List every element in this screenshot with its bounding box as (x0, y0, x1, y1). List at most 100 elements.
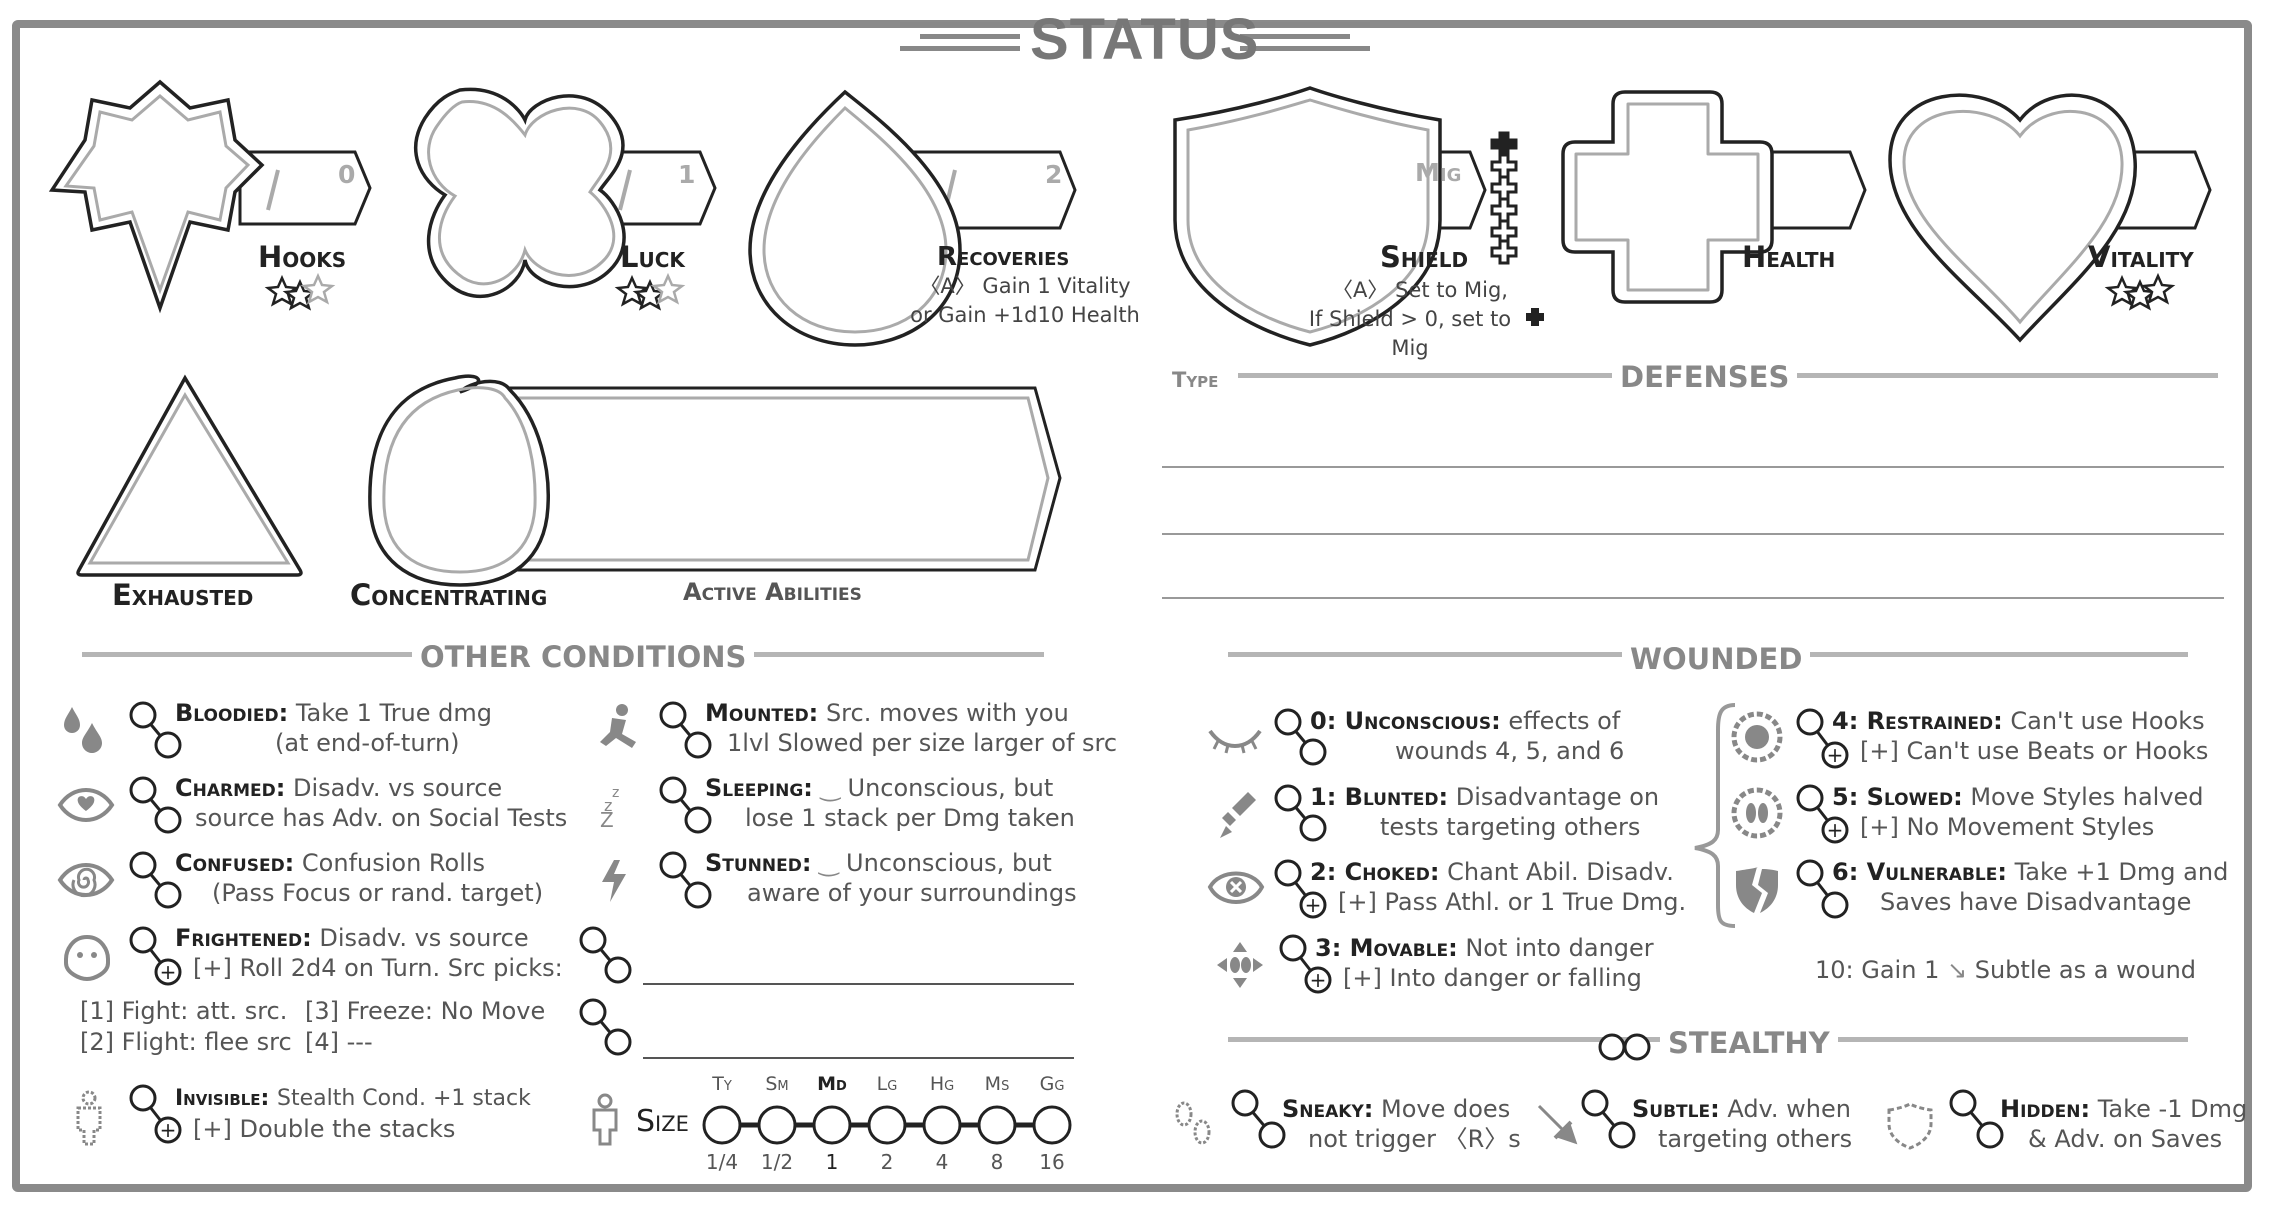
move-arrows-icon (1217, 942, 1263, 988)
size-value: 2 (880, 1150, 894, 1174)
stealth-name: Sneaky: (1282, 1095, 1374, 1123)
condition-desc-2: source has Adv. on Social Tests (195, 804, 568, 832)
size-step (977, 1105, 1017, 1145)
concentrating-box (368, 374, 550, 587)
size-abbr: Ty (712, 1073, 732, 1095)
other-conditions-title: OTHER CONDITIONS (412, 640, 755, 674)
wound-desc: Chant Abil. Disadv. (1447, 858, 1674, 886)
luck-max: 1 (678, 160, 696, 189)
wound-desc: Not into danger (1465, 934, 1654, 962)
wound-name: 4: Restrained: (1832, 707, 2003, 735)
frightened-option-2: [2] Flight: flee src (80, 1028, 292, 1056)
condition-desc-2: [+] Roll 2d4 on Turn. Src picks: (193, 954, 563, 982)
condition-desc: Unconscious, but (847, 774, 1054, 802)
wound-desc: effects of (1508, 707, 1621, 735)
recoveries-note-1: 〈A〉 Gain 1 Vitality (919, 274, 1131, 298)
rope-feet-icon (1731, 787, 1783, 839)
shield-note-2: If Shield > 0, set to Mig (1308, 307, 1512, 360)
size-track (702, 1105, 1072, 1145)
vitality-box (1888, 93, 2137, 343)
wound-name: 6: Vulnerable: (1832, 858, 2007, 886)
stealth-desc-2: & Adv. on Saves (2028, 1125, 2223, 1153)
active-abilities-label: Active Abilities (683, 578, 862, 606)
exhausted-box (76, 374, 303, 577)
condition-desc-2: (at end-of-turn) (275, 729, 460, 757)
size-abbr: Gg (1039, 1073, 1065, 1095)
condition-frightened: Frightened: Disadv. vs source [+] Roll 2… (175, 923, 563, 983)
exhausted-label: Exhausted (112, 578, 254, 612)
condition-name: Mounted: (705, 699, 819, 727)
active-abilities-box (498, 386, 1062, 572)
condition-name: Sleeping: (705, 774, 813, 802)
size-step (1032, 1105, 1072, 1145)
footprints-icon (1175, 1101, 1211, 1145)
condition-name: Bloodied: (175, 699, 289, 727)
ghost-icon (64, 934, 110, 982)
size-value: 1/4 (705, 1150, 739, 1174)
wound-name: 5: Slowed: (1832, 783, 1963, 811)
luck-label: Luck (620, 240, 685, 274)
defenses-title: DEFENSES (1612, 360, 1798, 394)
size-value: 8 (990, 1150, 1004, 1174)
shield-box (1173, 86, 1442, 347)
heart-eye-icon (57, 788, 115, 822)
condition-desc: Stealth Cond. +1 stack (277, 1086, 531, 1111)
wound-0: 0: Unconscious: effects of wounds 4, 5, … (1310, 706, 1624, 766)
size-value: 4 (935, 1150, 949, 1174)
frightened-option-4: [4] --- (305, 1028, 373, 1056)
condition-desc: Src. moves with you (825, 699, 1069, 727)
dashed-shield-icon (1887, 1102, 1933, 1150)
hooks-stars (264, 272, 336, 311)
condition-desc-2: aware of your surroundings (747, 879, 1077, 907)
wound-desc-2: [+] No Movement Styles (1860, 813, 2155, 841)
wound-name: 0: Unconscious: (1310, 707, 1501, 735)
defense-line[interactable] (1162, 533, 2224, 535)
defense-line[interactable] (1162, 466, 2224, 468)
title-rule (920, 34, 1020, 39)
stealth-desc-2: not trigger 〈R〉s (1308, 1125, 1521, 1153)
recoveries-max: 2 (1045, 160, 1063, 189)
stealth-sneaky: Sneaky: Move does not trigger 〈R〉s (1282, 1094, 1521, 1154)
defenses-type-label: Type (1172, 368, 1219, 392)
size-step (922, 1105, 962, 1145)
shield-note-1: 〈A〉 Set to Mig, (1332, 278, 1508, 302)
wound-name: 3: Movable: (1315, 934, 1458, 962)
condition-sleeping: Sleeping: ‿ Unconscious, but lose 1 stac… (705, 773, 1075, 833)
wound-desc: Take +1 Dmg and (2014, 858, 2229, 886)
stealth-desc: Take -1 Dmg (2097, 1095, 2248, 1123)
wound-desc-2: [+] Can't use Beats or Hooks (1860, 737, 2209, 765)
recoveries-note-2: or Gain +1d10 Health (910, 303, 1140, 327)
health-box (1561, 90, 1774, 304)
dagger-icon: ↘ (1946, 956, 1968, 984)
hooks-box (48, 79, 265, 314)
hooks-value-tab (238, 150, 372, 226)
choked-mouth-icon (1207, 871, 1265, 904)
shield-cross-icon (1526, 308, 1544, 326)
stealth-desc-2: targeting others (1658, 1125, 1853, 1153)
wound-desc-2: [+] Pass Athl. or 1 True Dmg. (1338, 888, 1687, 916)
vitality-stars (2104, 272, 2176, 311)
wound-desc-2: Saves have Disadvantage (1880, 888, 2192, 916)
wound-desc: Move Styles halved (1970, 783, 2204, 811)
size-step (812, 1105, 852, 1145)
size-value: 1 (825, 1150, 839, 1174)
wound-desc-2: tests targeting others (1380, 813, 1641, 841)
broken-sword-icon (1220, 792, 1256, 838)
zzz-icon: z z Z (600, 785, 619, 832)
closed-eye-icon: ‿ (819, 849, 839, 877)
wound-name: 2: Choked: (1310, 858, 1440, 886)
size-abbr: Hg (929, 1073, 955, 1095)
condition-name: Confused: (175, 849, 295, 877)
svg-text:z: z (612, 785, 619, 801)
condition-desc: Confusion Rolls (301, 849, 486, 877)
stealth-name: Subtle: (1632, 1095, 1720, 1123)
condition-name: Stunned: (705, 849, 812, 877)
wound-10-text-a: 10: Gain 1 (1815, 956, 1940, 984)
sheet-frame (12, 20, 2252, 1192)
defense-line[interactable] (1162, 597, 2224, 599)
recoveries-label: Recoveries (937, 242, 1070, 272)
condition-desc: Disadv. vs source (319, 924, 529, 952)
condition-desc-2: lose 1 stack per Dmg taken (745, 804, 1075, 832)
svg-text:Z: Z (600, 808, 614, 832)
